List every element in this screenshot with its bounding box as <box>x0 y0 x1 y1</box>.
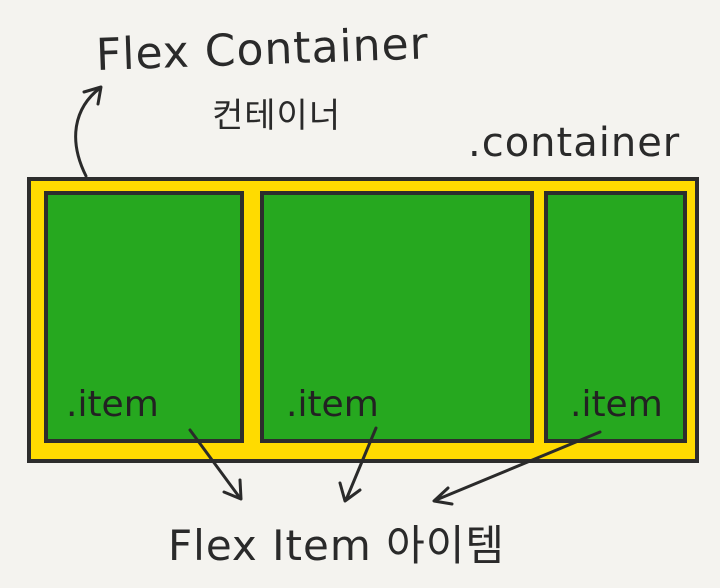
flex-container-title-korean: 컨테이너 <box>212 96 342 136</box>
item-class-label-3: .item <box>570 384 663 425</box>
flex-item-box-2: .item <box>260 191 534 443</box>
item-class-label-2: .item <box>286 384 379 425</box>
item-3-pointer-arrowhead <box>432 486 454 506</box>
container-pointer-arrow <box>74 86 102 178</box>
flex-container-title: Flex Container <box>95 18 430 81</box>
flex-item-caption: Flex Item 아이템 <box>168 521 506 570</box>
flex-item-box-1: .item <box>44 191 244 443</box>
item-1-pointer-arrowhead <box>222 478 243 501</box>
container-pointer-arrowhead <box>82 85 103 106</box>
container-class-label: .container <box>468 120 681 166</box>
item-2-pointer-arrowhead <box>338 481 362 503</box>
item-class-label-1: .item <box>66 384 159 425</box>
flex-item-box-3: .item <box>544 191 687 443</box>
